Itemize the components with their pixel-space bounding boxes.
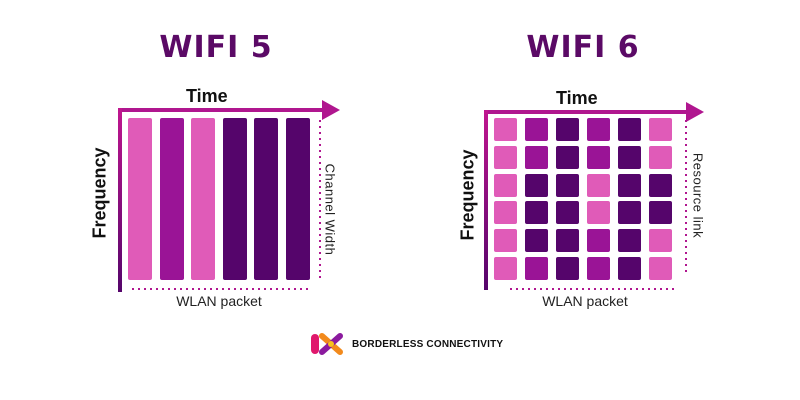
- wifi5-column-3: [191, 118, 215, 280]
- wifi6-cell: [618, 257, 641, 280]
- wifi6-resource-grid: [494, 118, 676, 282]
- wifi6-cell: [556, 145, 579, 169]
- wifi6-cell: [525, 173, 548, 197]
- wifi5-frequency-axis: [118, 108, 122, 292]
- wifi6-time-label: Time: [556, 88, 598, 108]
- wifi5-column-grid: [128, 118, 310, 282]
- wifi6-cell: [525, 145, 548, 169]
- wifi6-cell: [618, 145, 641, 169]
- wifi6-cell: [587, 229, 610, 253]
- wifi5-packet-dotted-line: [132, 288, 308, 290]
- wifi6-cell: [525, 201, 548, 225]
- wifi6-cell: [494, 118, 517, 141]
- wifi6-cell: [649, 257, 672, 280]
- wifi5-axes: [118, 100, 340, 292]
- wifi6-cell: [556, 173, 579, 197]
- wifi6-resource-link-label: Resource link: [690, 152, 706, 239]
- wifi6-cell: [556, 201, 579, 225]
- wifi5-column-1: [128, 118, 152, 280]
- wifi6-cell: [618, 118, 641, 141]
- wifi6-packet-dotted-line: [510, 288, 676, 290]
- wifi5-column-5: [254, 118, 278, 280]
- wifi6-cell: [618, 201, 641, 225]
- wifi6-packet-label: WLAN packet: [542, 293, 628, 309]
- wifi6-cell: [649, 173, 672, 197]
- wifi6-cell: [618, 229, 641, 253]
- wifi6-cell: [649, 145, 672, 169]
- wifi6-resource-dotted-line: [685, 120, 687, 272]
- wifi5-time-arrow-icon: [322, 100, 340, 120]
- wifi6-cell: [556, 118, 579, 141]
- wifi5-frequency-label: Frequency: [89, 147, 110, 239]
- wifi6-cell: [494, 173, 517, 197]
- wifi5-time-label: Time: [186, 86, 228, 106]
- wifi6-cell: [649, 201, 672, 225]
- wifi6-cell: [525, 257, 548, 280]
- wifi6-time-arrow-icon: [686, 102, 704, 122]
- wifi5-column-4: [222, 118, 247, 280]
- wifi6-cell: [587, 201, 610, 225]
- wifi6-frequency-label: Frequency: [457, 149, 478, 241]
- wifi6-cell: [525, 118, 548, 141]
- wifi6-frequency-axis: [484, 110, 488, 290]
- wifi6-cell: [556, 229, 579, 253]
- wifi5-packet-label: WLAN packet: [176, 293, 262, 309]
- wifi6-cell: [649, 229, 672, 253]
- wifi6-cell: [494, 229, 517, 253]
- wifi6-cell: [587, 257, 610, 280]
- wifi6-cell: [587, 145, 610, 169]
- wifi6-cell: [587, 173, 610, 197]
- wifi6-axes: [484, 102, 704, 290]
- wifi6-cell: [494, 257, 517, 280]
- brand-name: BORDERLESS CONNECTIVITY: [352, 339, 504, 350]
- wifi5-title: WIFI 5: [159, 30, 273, 65]
- wifi5-column-2: [159, 118, 184, 280]
- wifi6-cell: [494, 201, 517, 225]
- wifi5-column-6: [285, 118, 310, 280]
- wifi6-cell: [525, 229, 548, 253]
- wifi6-cell: [556, 257, 579, 280]
- wifi6-cell: [587, 118, 610, 141]
- ix-logo-icon: [311, 333, 343, 355]
- wifi5-channel-width-label: Channel Width: [322, 163, 338, 256]
- wifi6-cell: [618, 173, 641, 197]
- wifi6-cell: [649, 118, 672, 141]
- wifi6-cell: [494, 145, 517, 169]
- wifi6-title: WIFI 6: [526, 30, 640, 65]
